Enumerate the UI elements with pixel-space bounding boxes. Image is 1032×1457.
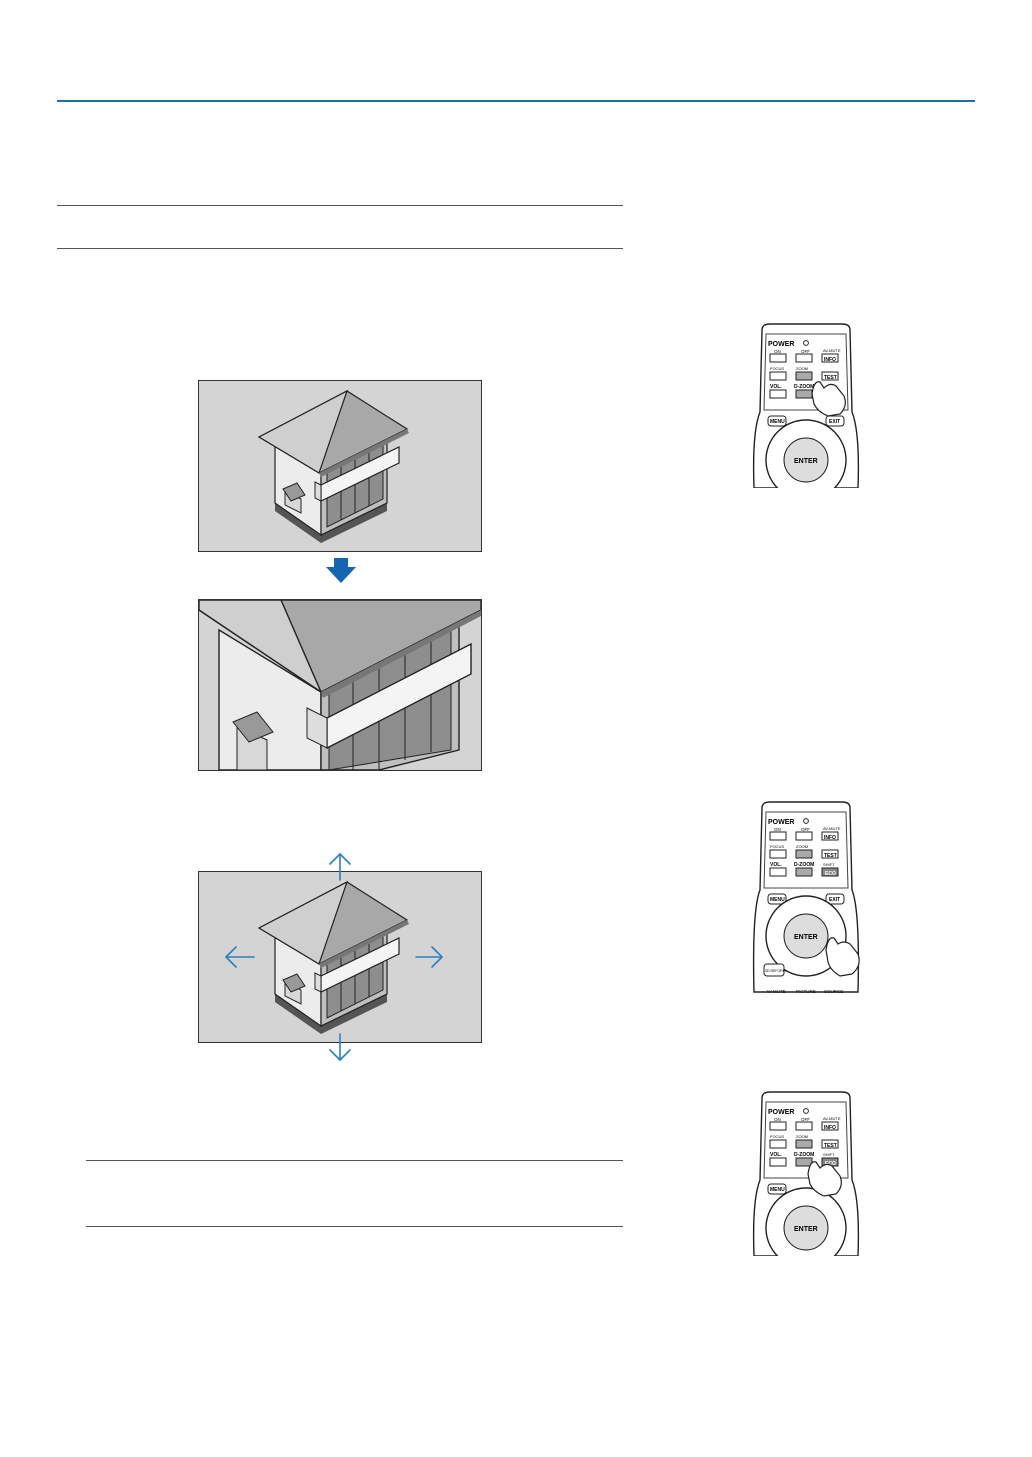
svg-text:ECO: ECO (825, 871, 836, 877)
pan-right-arrow-icon (415, 946, 443, 968)
svg-text:ON: ON (774, 1117, 781, 1122)
svg-text:FOCUS: FOCUS (770, 1134, 784, 1139)
menu-button[interactable] (767, 893, 787, 905)
remote-control-dzoom-minus: POWER ON OFF AV-MUTE INFO FOCUS ZOOM TES… (748, 1090, 864, 1256)
finger-press-icon (807, 1161, 842, 1197)
svg-text:3D REFORM: 3D REFORM (765, 969, 786, 973)
svg-text:TEST: TEST (824, 853, 837, 859)
svg-text:VOL.: VOL. (770, 1152, 782, 1158)
3d-reform-button[interactable] (763, 963, 785, 977)
info-button[interactable] (821, 831, 839, 841)
svg-text:INFO: INFO (824, 357, 836, 363)
svg-text:SOURCE: SOURCE (824, 989, 843, 994)
svg-text:AV-MUTE: AV-MUTE (823, 826, 841, 831)
vol-minus-button[interactable] (769, 867, 787, 877)
finger-press-icon (811, 381, 846, 417)
svg-text:MENU: MENU (770, 419, 785, 425)
svg-text:AV-MUTE: AV-MUTE (823, 348, 841, 353)
svg-text:ZOOM: ZOOM (796, 844, 808, 849)
svg-text:VOL.: VOL. (770, 384, 782, 390)
svg-text:D-ZOOM: D-ZOOM (794, 384, 814, 390)
svg-text:MENU: MENU (770, 1187, 785, 1193)
svg-text:POWER: POWER (768, 1109, 794, 1116)
pan-left-arrow-icon (225, 946, 255, 968)
info-button[interactable] (821, 353, 839, 363)
test-button[interactable] (821, 849, 839, 859)
power-on-button[interactable] (769, 831, 787, 841)
svg-text:EXIT: EXIT (829, 897, 840, 903)
dzoom-minus-button[interactable] (795, 867, 813, 877)
svg-text:ENTER: ENTER (794, 458, 818, 465)
enter-button[interactable] (783, 437, 829, 483)
exit-button[interactable] (825, 415, 845, 427)
svg-text:ENTER: ENTER (794, 934, 818, 941)
house-image-after-zoom (198, 599, 482, 771)
svg-text:TEST: TEST (824, 375, 837, 381)
svg-text:ZOOM: ZOOM (796, 366, 808, 371)
test-button[interactable] (821, 371, 839, 381)
focus-button[interactable] (769, 849, 787, 859)
enter-button[interactable] (783, 913, 829, 959)
header-rule (57, 100, 975, 102)
svg-text:OFF: OFF (801, 827, 810, 832)
zoom-button[interactable] (795, 371, 813, 381)
svg-text:TEST: TEST (824, 1143, 837, 1149)
power-off-button[interactable] (795, 1121, 813, 1131)
exit-button[interactable] (825, 893, 845, 905)
vol-minus-button[interactable] (769, 389, 787, 399)
power-off-button[interactable] (795, 353, 813, 363)
info-button[interactable] (821, 1121, 839, 1131)
power-on-button[interactable] (769, 353, 787, 363)
zoom-button[interactable] (795, 1139, 813, 1149)
pan-arrows (225, 853, 443, 1061)
svg-text:ON: ON (774, 349, 781, 354)
note2-rule-top (86, 1160, 623, 1161)
note-rule-bottom (57, 248, 623, 249)
svg-text:ON: ON (774, 827, 781, 832)
svg-text:PICTURE: PICTURE (796, 989, 816, 994)
vol-minus-button[interactable] (769, 1157, 787, 1167)
pan-down-arrow-icon (329, 1033, 351, 1061)
focus-button[interactable] (769, 371, 787, 381)
svg-text:VOL.: VOL. (770, 862, 782, 868)
menu-button[interactable] (767, 415, 787, 427)
pan-up-arrow-icon (329, 853, 351, 881)
finger-press-icon (825, 937, 860, 977)
svg-text:D-ZOOM: D-ZOOM (794, 1152, 814, 1158)
svg-text:OFF: OFF (801, 1117, 810, 1122)
enter-button[interactable] (783, 1205, 829, 1251)
dzoom-minus-button[interactable] (795, 389, 813, 399)
down-arrow-icon (326, 558, 356, 583)
svg-text:ZOOM: ZOOM (796, 1134, 808, 1139)
menu-button[interactable] (767, 1183, 787, 1195)
svg-text:POWER: POWER (768, 819, 794, 826)
power-on-button[interactable] (769, 1121, 787, 1131)
svg-text:AV-MUTE: AV-MUTE (766, 989, 786, 994)
svg-text:D-ZOOM: D-ZOOM (794, 862, 814, 868)
remote-control-dzoom-plus: POWER ON OFF AV-MUTE INFO FOCUS ZOOM TES… (748, 322, 864, 488)
svg-text:AV-MUTE: AV-MUTE (823, 1116, 841, 1121)
svg-text:FOCUS: FOCUS (770, 844, 784, 849)
svg-text:ENTER: ENTER (794, 1226, 818, 1233)
note-rule-top (57, 205, 623, 206)
dzoom-minus-button[interactable] (795, 1157, 813, 1167)
svg-text:EXIT: EXIT (829, 419, 840, 425)
svg-text:FOCUS: FOCUS (770, 366, 784, 371)
svg-text:MENU: MENU (770, 897, 785, 903)
zoom-button[interactable] (795, 849, 813, 859)
svg-text:INFO: INFO (824, 835, 836, 841)
remote-control-enter: POWER ON OFF AV-MUTE INFO FOCUS ZOOM TES… (748, 800, 864, 996)
power-off-button[interactable] (795, 831, 813, 841)
eco-button[interactable] (821, 867, 839, 877)
svg-text:INFO: INFO (824, 1125, 836, 1131)
svg-text:OFF: OFF (801, 349, 810, 354)
house-image-before-zoom (198, 380, 482, 552)
test-button[interactable] (821, 1139, 839, 1149)
svg-text:SHIFT: SHIFT (823, 1152, 835, 1157)
note2-rule-bottom (86, 1226, 623, 1227)
svg-text:SHIFT: SHIFT (823, 862, 835, 867)
power-label: POWER (768, 341, 794, 348)
svg-text:ECO: ECO (825, 1161, 836, 1167)
focus-button[interactable] (769, 1139, 787, 1149)
